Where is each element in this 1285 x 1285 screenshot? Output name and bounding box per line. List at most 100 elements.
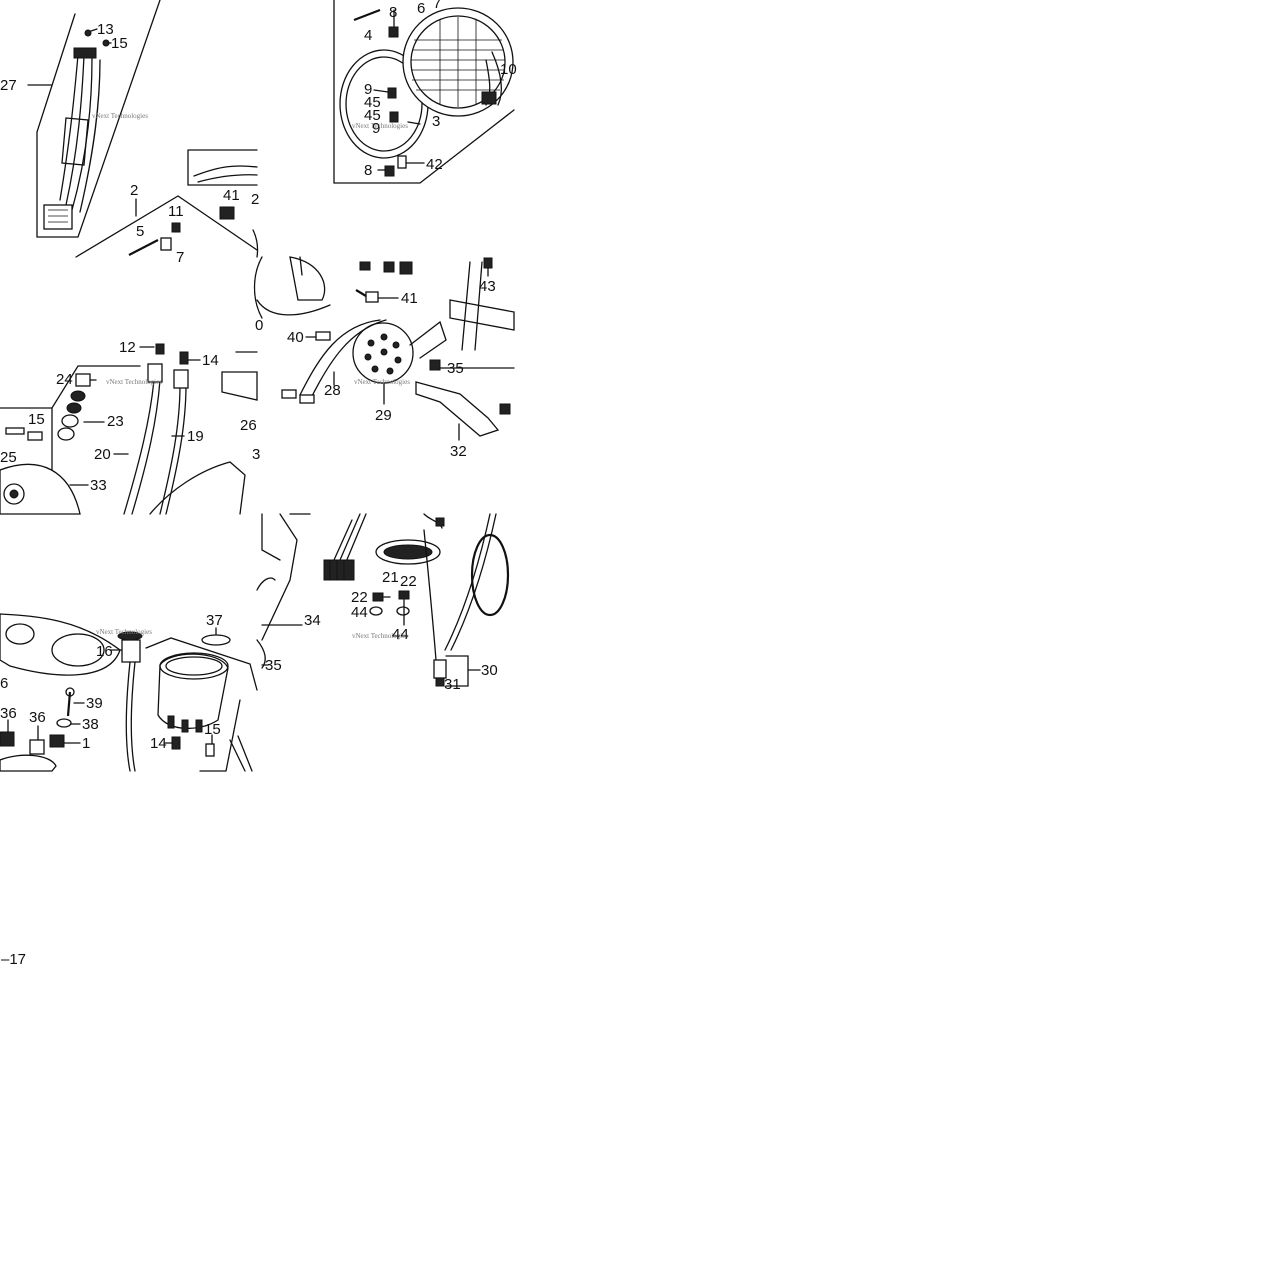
cap-11 [171,222,181,233]
callout-label: 41 [401,290,418,307]
callout-label: 10 [500,61,517,78]
washer-44-left [369,606,383,616]
callout-label: 37 [206,612,223,629]
callout-label: 20 [94,446,111,463]
svg-text:vNext Technologies: vNext Technologies [92,112,148,120]
page-number: –17 [1,951,27,968]
meter-lamp-wire [125,661,131,772]
callout-label: 14 [150,735,167,752]
callout-label: 24 [56,371,73,388]
bolt-43 [483,257,493,269]
watermark-6: vNext Technologies [352,632,408,640]
callout-label: 1 [82,735,90,752]
grommet-22-left [372,592,384,602]
watermark-1: vNext Technologies [92,112,148,120]
callout-label: 8 [389,4,397,21]
callout-label: 0 [255,317,263,334]
callout-label: 36 [29,709,46,726]
grommet-22-right [398,590,410,600]
bolt-41 [365,291,379,303]
callout-label: 44 [351,604,368,621]
lower-wire [193,165,258,177]
callout-label: 11 [168,203,184,220]
tile-harness: vNext Technologies 13 15 27 2 41 2 11 5 … [0,0,259,266]
clip-42 [397,155,407,169]
cable-20 [123,379,155,515]
cable-loop [470,533,510,617]
callout-label: 14 [202,352,219,369]
tile-tacho: vNext Technologies 34 35 21 22 22 44 44 … [256,513,510,693]
o-ring-37 [201,634,231,646]
harness-panel-outline [36,0,161,238]
callout-label: 28 [324,382,341,399]
callout-label: 45 [364,94,381,111]
callout-label: 22 [351,589,368,606]
bulb-15 [27,431,43,441]
cable-end-14 [173,369,189,389]
svg-text:vNext Technologies: vNext Technologies [352,122,408,130]
callout-label: 9 [372,120,380,137]
callout-label: 2 [130,182,138,199]
wire-connectors [323,559,355,581]
callout-label: 13 [97,21,114,38]
callout-label: 16 [96,643,113,660]
callout-label: 19 [187,428,204,445]
frame-stay-34 [261,513,298,641]
callout-label: 35 [447,360,464,377]
screw-8-bottom [384,165,395,177]
horn-bracket-rail [449,299,515,331]
bracket-26 [221,371,258,401]
callout-label: 6 [417,0,425,17]
washer-44-right [396,606,410,616]
callout-label: 23 [107,413,124,430]
callout-label: 3 [252,446,260,463]
callout-label: 12 [119,339,136,356]
callout-label: 44 [392,626,409,643]
callout-label: 43 [479,278,496,295]
callout-label: 22 [400,573,417,590]
callout-label: 15 [28,411,45,428]
watermark-5: vNext Technologies [96,628,152,636]
callout-label: 9 [364,81,372,98]
bolt-35 [429,359,441,371]
callout-label: 36 [0,705,17,722]
callout-label: 42 [426,156,443,173]
callout-label: 8 [364,162,372,179]
callout-label: 45 [364,107,381,124]
bolt-4 [353,8,381,22]
callout-label: 27 [0,77,17,94]
callout-label: 35 [265,657,282,674]
svg-text:vNext Technologies: vNext Technologies [96,628,152,636]
headlight-panel-outline [333,0,515,184]
callout-label: 5 [136,223,144,240]
callout-label: 7 [433,0,441,12]
callout-label: 33 [90,477,107,494]
harness-connector-top [73,47,97,59]
mounting-bracket [149,461,246,515]
callout-label: 41 [223,187,240,204]
callout-label: 40 [287,329,304,346]
horn-mount-plate [409,320,447,359]
bracket-35-outline [256,639,266,669]
bulb-15 [205,743,215,757]
bolt-41-top [219,206,235,220]
callout-label: 21 [382,569,399,586]
tile-headlight: vNext Technologies 4 8 6 7 10 9 45 45 9 … [333,0,517,184]
bulb-14 [171,736,181,750]
cable-end-12 [147,363,163,383]
watermark-2: vNext Technologies [352,122,408,130]
horn-wire [299,319,381,396]
screw-8-top [388,26,399,38]
lower-bracket-outline [187,149,258,186]
frame-corner-outline [75,195,258,258]
headlight-case-rear [289,256,326,301]
svg-text:vNext Technologies: vNext Technologies [354,378,410,386]
callout-label: 38 [82,716,99,733]
callout-label: 3 [432,113,440,130]
terminal-13 [84,29,92,37]
callout-label: 31 [444,676,461,693]
callout-label: 4 [364,27,372,44]
rubber-36-right [29,739,45,755]
tacho-cable-30 [444,513,491,651]
